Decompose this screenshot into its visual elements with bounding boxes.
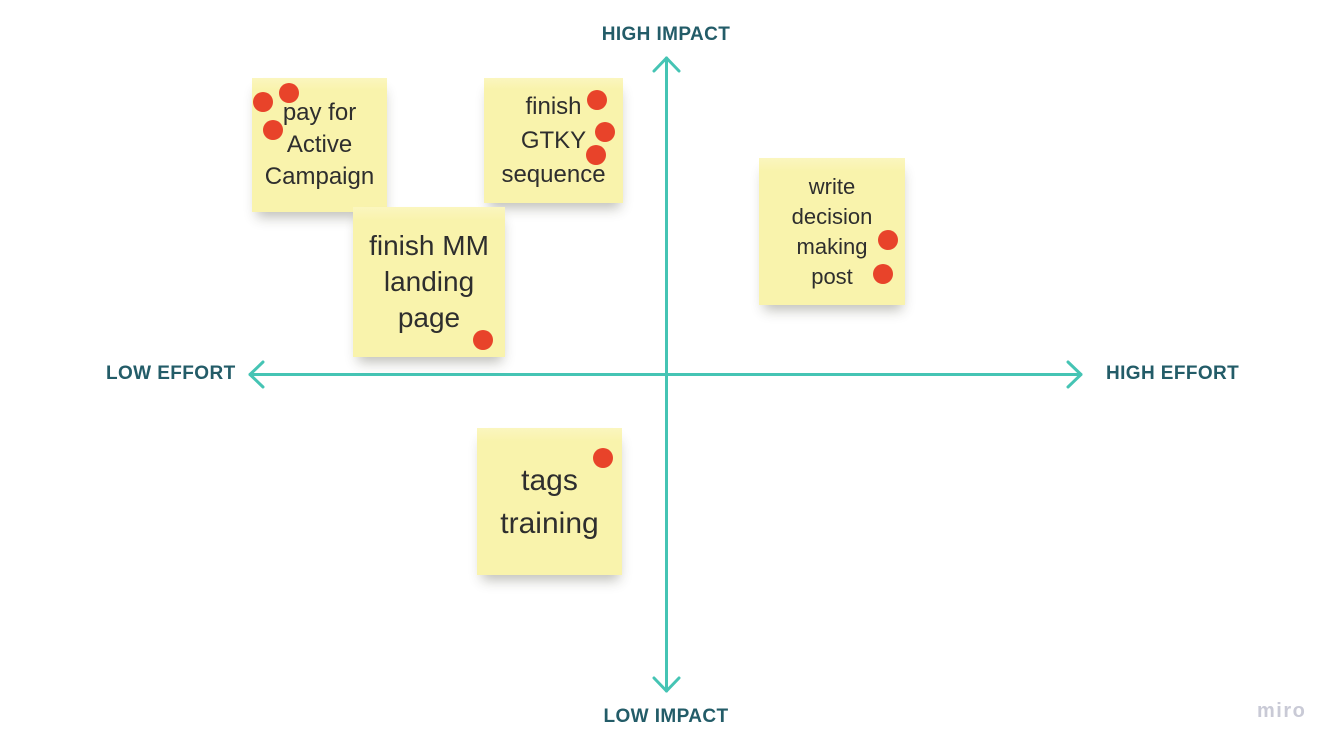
sticky-note-pay-for-active-campaign[interactable]: pay for Active Campaign: [252, 78, 387, 212]
vote-dot[interactable]: [279, 83, 299, 103]
axis-label-low-impact[interactable]: LOW IMPACT: [603, 706, 729, 727]
vote-dot[interactable]: [878, 230, 898, 250]
note-line: landing: [383, 266, 475, 297]
note-line: finish MM: [369, 230, 489, 261]
vote-dot[interactable]: [473, 330, 493, 350]
vote-dot[interactable]: [873, 264, 893, 284]
note-line: training: [500, 506, 599, 540]
sticky-note-tags-training[interactable]: tags training: [477, 428, 622, 575]
sticky-note-write-decision-making-post[interactable]: write decision making post: [759, 158, 905, 305]
note-line: Campaign: [264, 163, 375, 190]
vote-dot[interactable]: [263, 120, 283, 140]
note-line: pay for: [282, 99, 357, 126]
sticky-note-finish-mm-landing-page[interactable]: finish MM landing page: [353, 207, 505, 357]
note-line: Active: [286, 131, 353, 158]
arrow-right-icon: [1066, 360, 1083, 389]
note-line: GTKY: [520, 126, 587, 154]
arrow-down-icon: [652, 676, 681, 693]
axis-label-low-effort[interactable]: LOW EFFORT: [106, 363, 236, 384]
note-line: sequence: [501, 160, 606, 188]
note-line: tags: [521, 463, 578, 497]
axis-label-high-effort[interactable]: HIGH EFFORT: [1106, 363, 1240, 384]
arrow-left-icon: [248, 360, 265, 389]
vote-dot[interactable]: [595, 122, 615, 142]
sticky-note-finish-gtky-sequence[interactable]: finish GTKY sequence: [484, 78, 623, 203]
note-line: making: [796, 233, 868, 259]
vote-dot[interactable]: [586, 145, 606, 165]
miro-watermark: miro: [1257, 700, 1307, 722]
note-line: write: [808, 173, 856, 199]
note-line: finish: [525, 92, 582, 120]
note-line: page: [397, 302, 461, 333]
vote-dot[interactable]: [253, 92, 273, 112]
axis-label-high-impact[interactable]: HIGH IMPACT: [601, 24, 731, 45]
note-line: decision: [791, 203, 873, 229]
note-line: post: [811, 263, 853, 289]
vote-dot[interactable]: [587, 90, 607, 110]
vote-dot[interactable]: [593, 448, 613, 468]
arrow-up-icon: [652, 56, 681, 73]
